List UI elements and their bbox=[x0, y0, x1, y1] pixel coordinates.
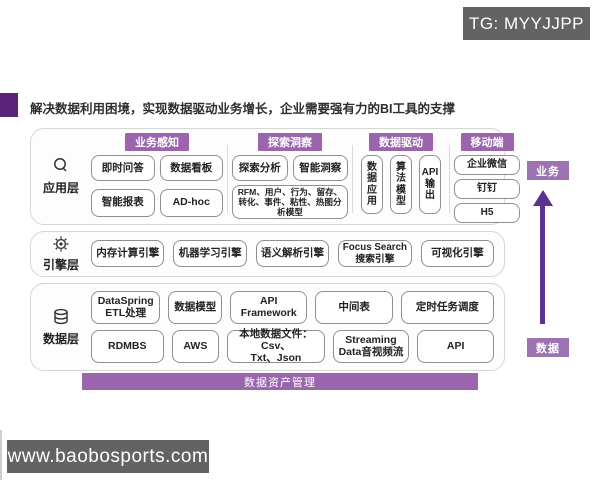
group-business-sense: 业务感知 即时问答 数据看板 智能报表 AD-hoc bbox=[91, 133, 223, 219]
analysis-models-note-box: RFM、用户、行为、留存、转化、事件、粘性、热图分析模型 bbox=[232, 185, 348, 219]
engine-box: 机器学习引擎 bbox=[173, 240, 247, 267]
group-divider bbox=[352, 145, 353, 213]
app-box: H5 bbox=[454, 203, 520, 223]
telegram-watermark-badge: TG: MYYJJPP bbox=[463, 7, 590, 40]
data-box: 本地数据文件：Csv、 Txt、Json bbox=[227, 328, 325, 364]
magnifier-icon bbox=[51, 156, 71, 176]
engine-layer-panel: 引擎层 内存计算引擎 机器学习引擎 语义解析引擎 Focus Search 搜索… bbox=[30, 231, 505, 277]
data-layer-panel: 数据层 DataSpring ETL处理 数据模型 API Framework … bbox=[30, 283, 505, 371]
data-box: RDMBS bbox=[91, 329, 164, 363]
group-data-driven: 数据驱动 数据应用 算法模型 API输出 bbox=[357, 133, 445, 219]
data-box: 定时任务调度 bbox=[400, 290, 494, 324]
group-header-business-sense: 业务感知 bbox=[125, 133, 189, 151]
data-box: DataSpring ETL处理 bbox=[91, 290, 161, 324]
app-box: 智能报表 bbox=[91, 188, 155, 217]
data-box: Streaming Data音视频流 bbox=[332, 329, 410, 363]
database-icon bbox=[51, 307, 71, 327]
up-arrow-shaft bbox=[540, 204, 545, 324]
app-box: AD-hoc bbox=[159, 188, 223, 217]
app-box-vertical: API输出 bbox=[419, 155, 441, 214]
engine-layer-label: 引擎层 bbox=[42, 257, 79, 272]
up-arrow-icon bbox=[533, 190, 553, 206]
application-layer-label: 应用层 bbox=[42, 181, 79, 195]
app-box-vertical: 数据应用 bbox=[361, 155, 383, 214]
data-box: API Framework bbox=[230, 290, 308, 324]
app-box: 即时问答 bbox=[91, 155, 155, 181]
page-title: 解决数据利用困境，实现数据驱动业务增长，企业需要强有力的BI工具的支撑 bbox=[30, 102, 456, 116]
data-box: 中间表 bbox=[315, 290, 393, 324]
photo-edge-strip bbox=[0, 430, 2, 480]
data-layer-label: 数据层 bbox=[42, 331, 79, 346]
group-mobile: 移动端 企业微信 钉钉 H5 bbox=[454, 133, 520, 223]
group-explore-insight: 探索洞察 探索分析 智能洞察 RFM、用户、行为、留存、转化、事件、粘性、热图分… bbox=[232, 133, 348, 219]
app-box-vertical: 算法模型 bbox=[390, 155, 412, 214]
title-accent-square bbox=[0, 93, 18, 117]
data-box: 数据模型 bbox=[168, 290, 223, 324]
group-divider bbox=[449, 145, 450, 213]
group-divider bbox=[227, 145, 228, 213]
side-label-data: 数据 bbox=[527, 338, 569, 357]
app-box: 智能洞察 bbox=[292, 155, 348, 181]
data-box: API bbox=[417, 329, 494, 363]
group-header-data-driven: 数据驱动 bbox=[369, 133, 433, 151]
application-layer-panel: 应用层 业务感知 即时问答 数据看板 智能报表 AD-hoc 探索洞察 探索分析… bbox=[30, 128, 520, 225]
app-box: 探索分析 bbox=[232, 155, 288, 181]
app-box: 数据看板 bbox=[159, 155, 223, 181]
engine-box: 内存计算引擎 bbox=[91, 240, 165, 267]
group-header-explore-insight: 探索洞察 bbox=[258, 133, 322, 151]
engine-box: 语义解析引擎 bbox=[255, 240, 330, 267]
engine-box: Focus Search 搜索引擎 bbox=[338, 240, 412, 267]
gear-icon bbox=[52, 235, 70, 253]
data-box: AWS bbox=[171, 329, 220, 363]
engine-box: 可视化引擎 bbox=[420, 240, 495, 267]
data-asset-management-bar: 数据资产管理 bbox=[82, 373, 478, 390]
website-watermark-badge: www.baobosports.com bbox=[7, 440, 209, 473]
app-box: 钉钉 bbox=[454, 179, 520, 199]
side-label-business: 业务 bbox=[527, 161, 569, 180]
group-header-mobile: 移动端 bbox=[460, 133, 514, 151]
app-box: 企业微信 bbox=[454, 155, 520, 175]
